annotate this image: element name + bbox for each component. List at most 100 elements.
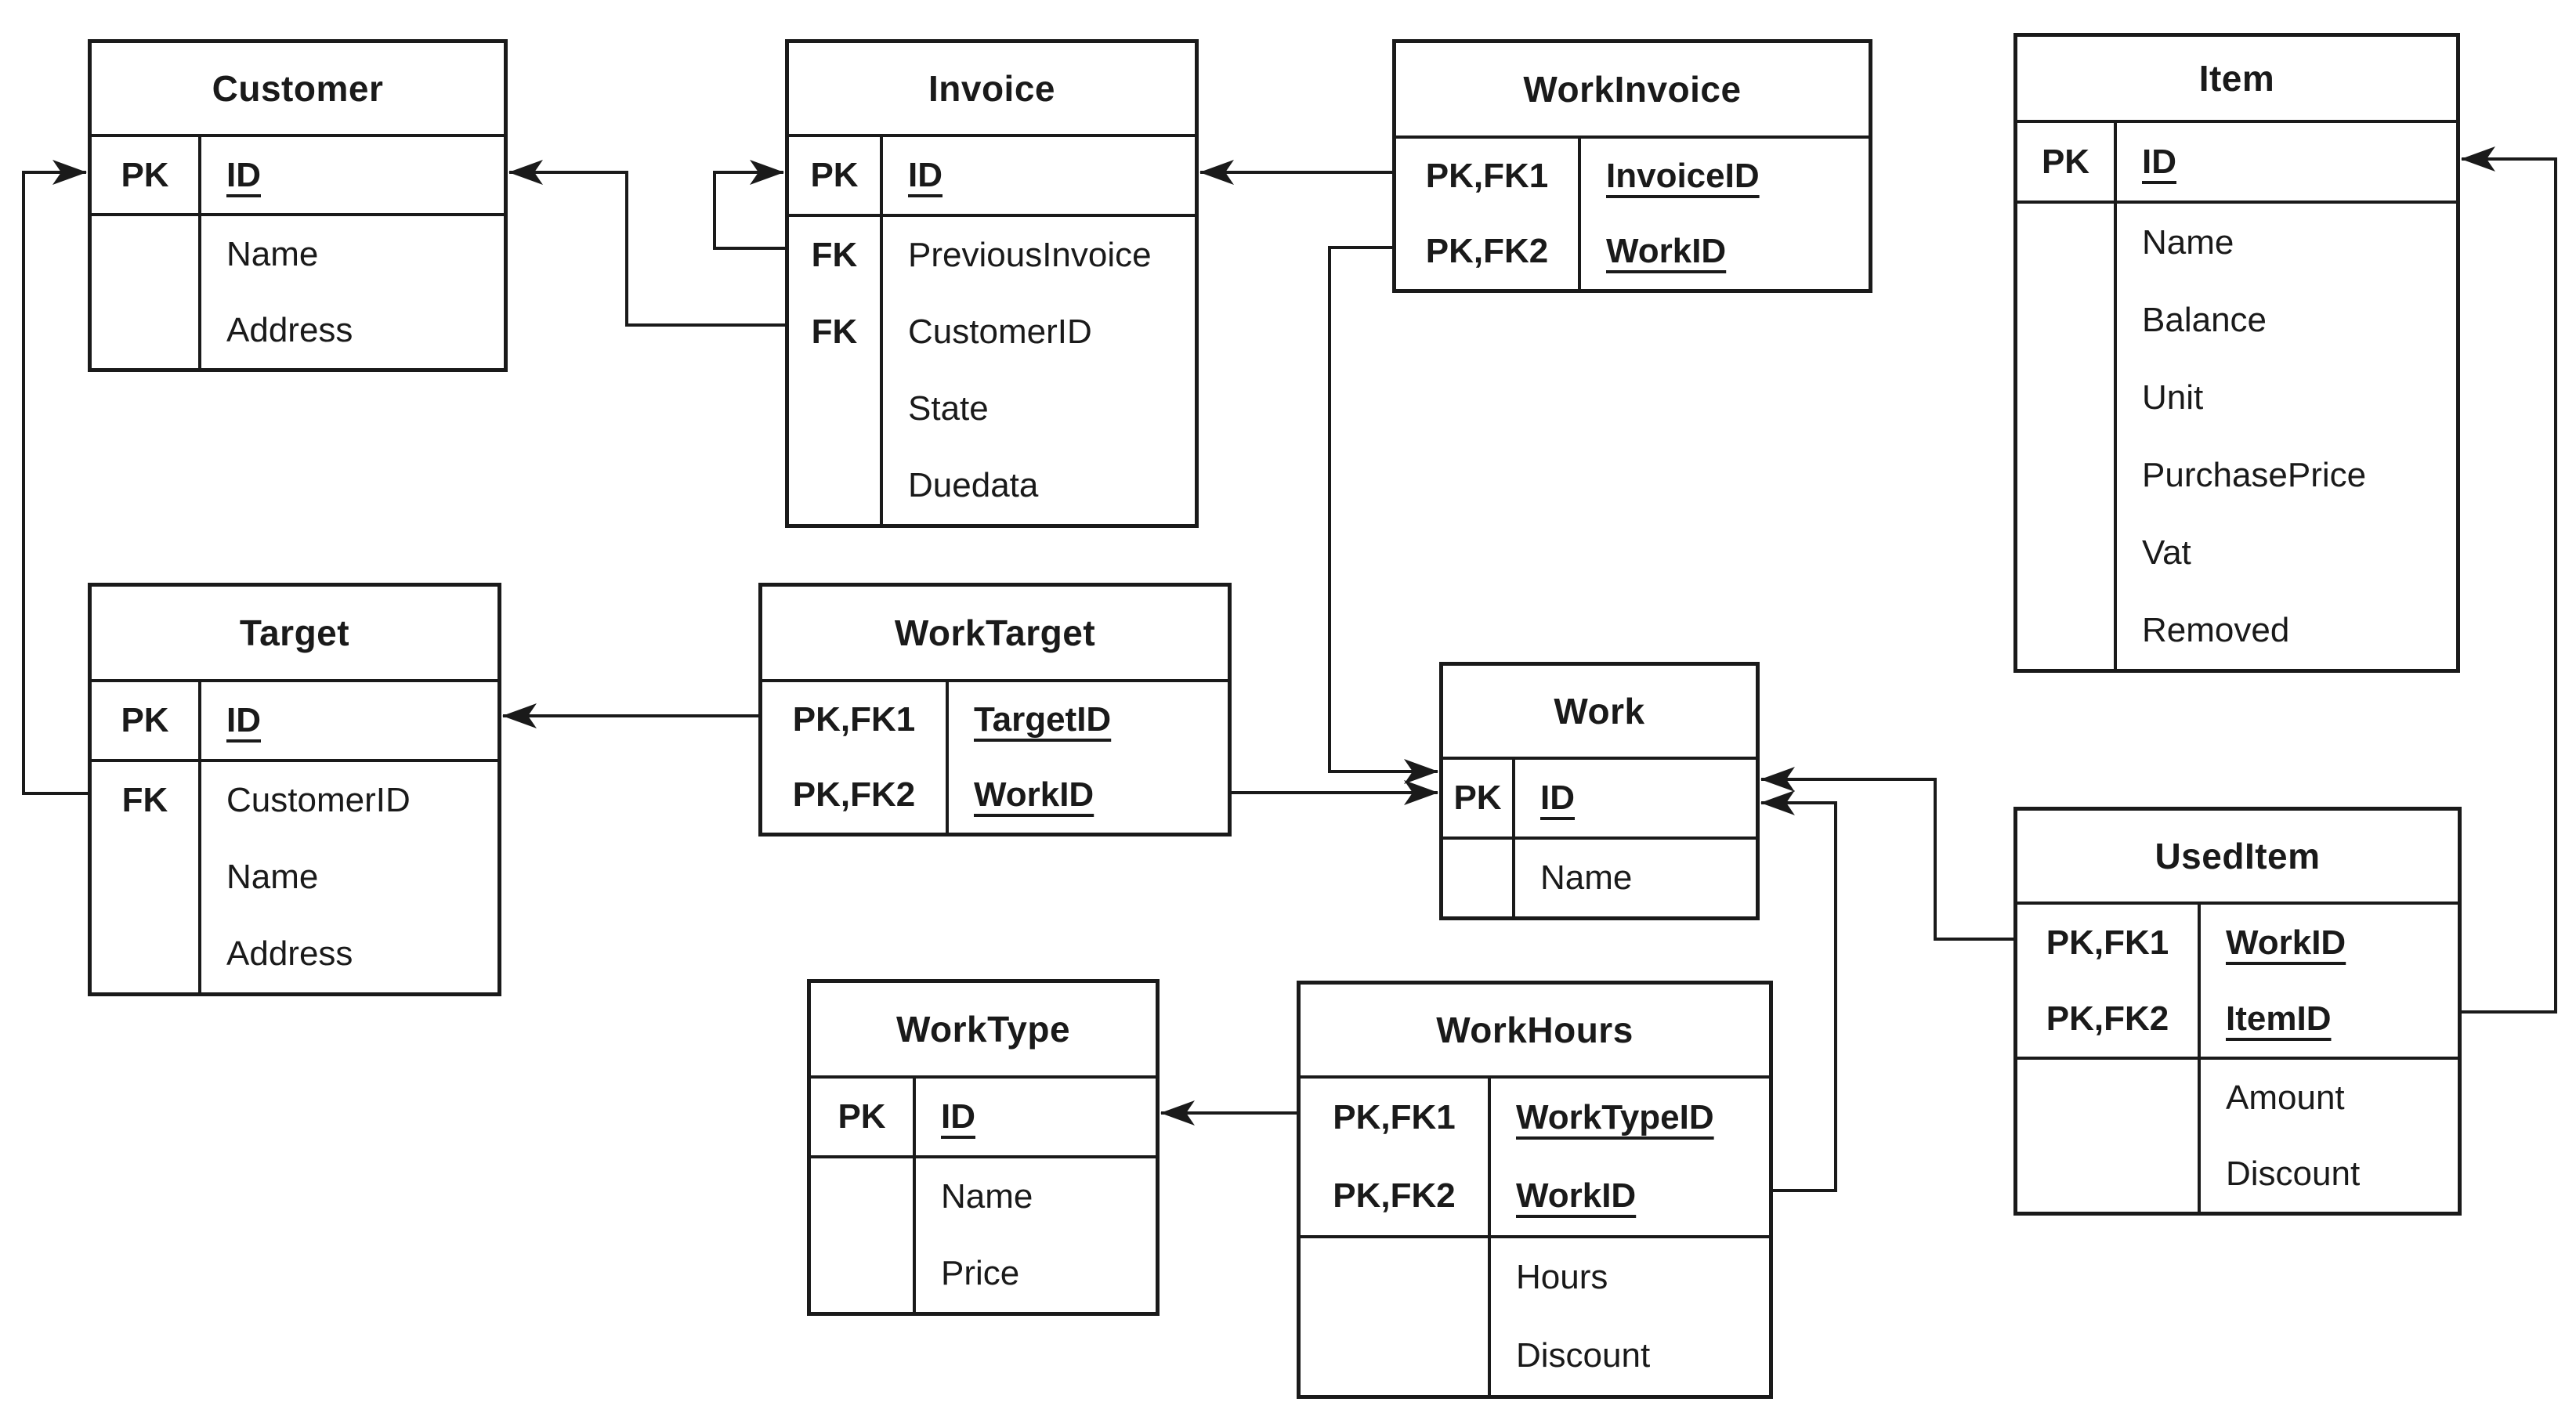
key-label (2017, 1136, 2201, 1212)
entity-title-useditem: UsedItem (2017, 811, 2458, 905)
attribute-name: Name (2142, 222, 2234, 262)
attribute-name: WorkTypeID (1516, 1098, 1714, 1136)
key-label (2017, 204, 2117, 281)
attribute-name: Removed (2142, 610, 2290, 649)
attribute-row-workhours-discount: Discount (1301, 1317, 1769, 1395)
attribute-name: PurchasePrice (2142, 455, 2367, 494)
entity-title-worktype: WorkType (811, 983, 1156, 1079)
entity-title-item: Item (2017, 37, 2456, 123)
entity-title-work: Work (1443, 666, 1756, 760)
key-label (811, 1158, 916, 1235)
key-label (1301, 1238, 1491, 1317)
key-label: PK (92, 137, 201, 213)
key-label (1301, 1317, 1491, 1395)
key-label (2017, 514, 2117, 591)
key-label (2017, 1060, 2201, 1136)
attribute-name: InvoiceID (1606, 157, 1760, 195)
entity-section-work-1: Name (1443, 837, 1756, 916)
entity-section-workhours-0: PK,FK1 WorkTypeID PK,FK2 WorkID (1301, 1079, 1769, 1235)
entity-title-workhours: WorkHours (1301, 985, 1769, 1079)
attribute-name: WorkID (1516, 1176, 1637, 1215)
entity-title-invoice: Invoice (789, 43, 1195, 137)
key-label: FK (92, 762, 201, 839)
attribute-name: ID (908, 156, 942, 194)
attribute-name: CustomerID (226, 781, 411, 819)
entity-title-workinvoice: WorkInvoice (1396, 43, 1869, 139)
key-label: PK,FK1 (1301, 1079, 1491, 1157)
attribute-name: Hours (1516, 1258, 1608, 1296)
fk-target-customerid-to-customer-id (22, 160, 88, 795)
attribute-row-workhours-worktypeid: PK,FK1 WorkTypeID (1301, 1079, 1769, 1157)
attribute-row-item-balance: Balance (2017, 281, 2456, 359)
entity-title-target: Target (92, 587, 497, 682)
attribute-row-workhours-workid: PK,FK2 WorkID (1301, 1157, 1769, 1235)
attribute-row-worktype-price: Price (811, 1235, 1156, 1312)
attribute-name: Unit (2142, 378, 2204, 417)
key-label (92, 292, 201, 368)
key-label: FK (789, 294, 883, 370)
key-label: PK,FK2 (1301, 1157, 1491, 1235)
fk-useditem-itemid-to-item-id (2461, 146, 2557, 1014)
attribute-name: WorkID (1606, 232, 1727, 270)
attribute-name: ID (226, 155, 261, 194)
attribute-row-item-vat: Vat (2017, 514, 2456, 591)
attribute-row-invoice-state: State (789, 370, 1195, 447)
key-label (92, 916, 201, 992)
attribute-row-work-name: Name (1443, 840, 1756, 916)
attribute-row-worktype-name: Name (811, 1158, 1156, 1235)
attribute-name: Name (1540, 858, 1633, 897)
key-label: PK,FK2 (2017, 981, 2201, 1057)
key-label: PK,FK1 (762, 682, 949, 757)
attribute-name: WorkID (974, 775, 1094, 814)
attribute-row-useditem-amount: Amount (2017, 1060, 2458, 1136)
key-label: PK (92, 682, 201, 759)
entity-title-worktarget: WorkTarget (762, 587, 1228, 682)
attribute-name: Duedata (908, 466, 1039, 504)
attribute-row-customer-id: PK ID (92, 137, 504, 213)
fk-workinvoice-workid-to-work-id (1328, 246, 1438, 784)
key-label (92, 839, 201, 916)
attribute-name: Name (226, 234, 319, 273)
attribute-row-invoice-id: PK ID (789, 137, 1195, 214)
attribute-row-item-purchaseprice: PurchasePrice (2017, 436, 2456, 514)
attribute-name: Vat (2142, 533, 2191, 572)
attribute-name: Name (226, 858, 319, 896)
entity-section-invoice-0: PK ID (789, 137, 1195, 214)
attribute-row-useditem-discount: Discount (2017, 1136, 2458, 1212)
key-label: PK,FK2 (1396, 214, 1581, 289)
fk-invoice-previousinvoice-to-invoice-id (713, 160, 785, 250)
key-label: PK (789, 137, 883, 214)
attribute-row-customer-name: Name (92, 216, 504, 292)
attribute-row-target-customerid: FK CustomerID (92, 762, 497, 839)
key-label (2017, 281, 2117, 359)
key-label: PK (811, 1079, 916, 1155)
attribute-row-target-name: Name (92, 839, 497, 916)
entity-section-customer-0: PK ID (92, 137, 504, 213)
attribute-name: Address (226, 310, 353, 349)
key-label: PK (2017, 123, 2117, 201)
